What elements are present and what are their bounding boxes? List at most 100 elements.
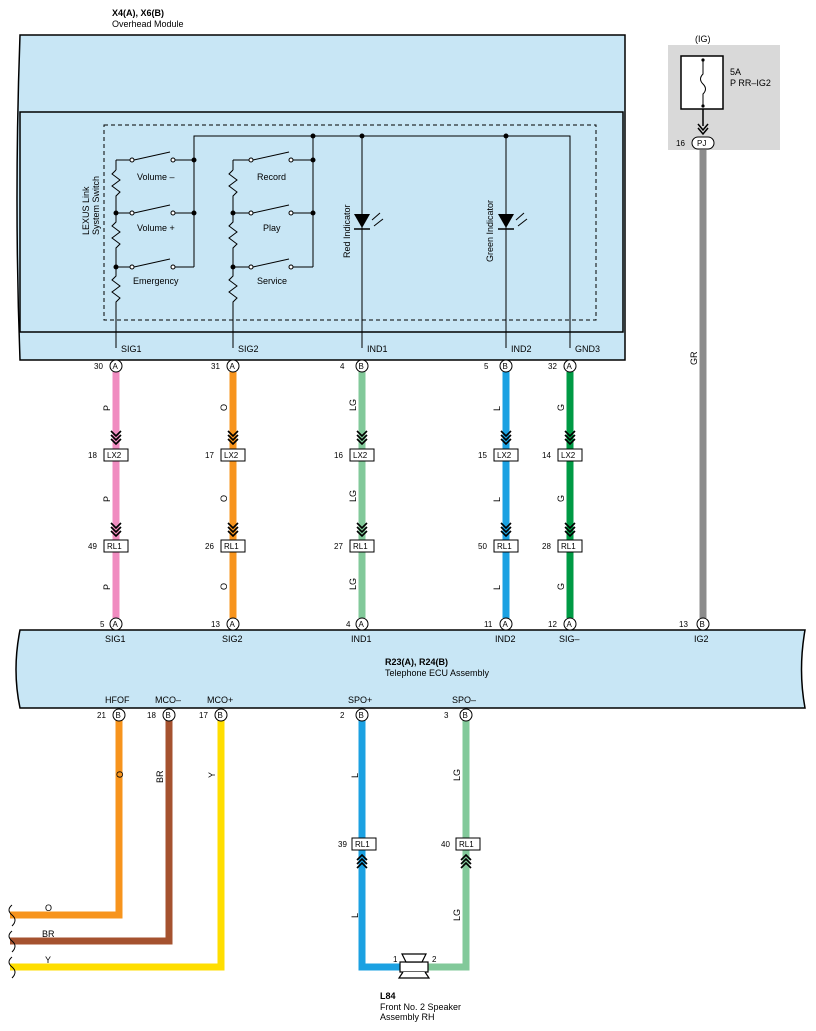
rl1-label: RL1	[107, 542, 122, 551]
rl1-pin: 28	[542, 542, 551, 551]
telephone-ecu: R23(A), R24(B) Telephone ECU Assembly	[15, 629, 806, 709]
terminal-ind1: IND1	[367, 344, 388, 354]
wire-color-label: O	[219, 495, 229, 502]
overhead-module: X4(A), X6(B) Overhead Module LEXUS Link …	[16, 8, 626, 361]
connector-circle	[109, 617, 123, 631]
ecu-terminal-sig–: SIG–	[559, 634, 580, 644]
ecu-pin-number: 21	[97, 711, 106, 720]
speaker-icon	[397, 953, 431, 979]
rl1-label: RL1	[224, 542, 239, 551]
fuse-rating: 5A	[730, 67, 741, 77]
ecu-conn-letter: B	[359, 711, 364, 720]
wire-color-label: P	[102, 405, 112, 411]
switch-volume-plus: Volume +	[137, 223, 175, 233]
ecu-conn-letter: A	[359, 620, 365, 629]
spo-minus-wire-label-2: LG	[452, 909, 462, 921]
switch-label-2: System Switch	[91, 176, 101, 235]
connector-circle	[112, 708, 126, 722]
switch-service: Service	[257, 276, 287, 286]
speaker-pin1: 1	[393, 955, 398, 964]
module-pin-number: 4	[340, 362, 345, 371]
terminal-sig2: SIG2	[238, 344, 259, 354]
module-conn-letter: B	[359, 362, 364, 371]
wire-color-label: G	[556, 583, 566, 590]
ecu-conn-letter: B	[116, 711, 121, 720]
terminal-sig1: SIG1	[121, 344, 142, 354]
ecu-pin-number: 5	[100, 620, 105, 629]
connector-circle	[109, 359, 123, 373]
switch-emergency: Emergency	[133, 276, 179, 286]
rl1-speaker-minus: RL1 40	[441, 837, 481, 869]
wire-color-label: L	[492, 406, 502, 411]
switch-play: Play	[263, 223, 281, 233]
switch-circuit	[111, 133, 571, 348]
o-wire-label: O	[115, 771, 125, 778]
module-pin-number: 5	[484, 362, 489, 371]
lx2-label: LX2	[224, 451, 239, 460]
rl1-pin: 50	[478, 542, 487, 551]
wire-color-label: L	[492, 497, 502, 502]
fuse-pin: 16	[676, 139, 685, 148]
rl1-label: RL1	[459, 840, 474, 849]
speaker-name-1: Front No. 2 Speaker	[380, 1002, 461, 1012]
connector-circle	[459, 708, 473, 722]
rl1-connector	[557, 539, 583, 553]
green-indicator-led-icon	[498, 212, 528, 230]
wire-color-label: LG	[348, 578, 358, 590]
o-wire-end-label: O	[45, 903, 52, 913]
lx2-pin: 17	[205, 451, 214, 460]
fuse-name: P RR–IG2	[730, 78, 771, 88]
wire-color-label: LG	[348, 490, 358, 502]
ecu-pin-number: 3	[444, 711, 449, 720]
rl1-pin: 26	[205, 542, 214, 551]
speaker-name-2: Assembly RH	[380, 1012, 435, 1022]
connector-circle	[563, 359, 577, 373]
rl1-speaker-plus: RL1 39	[338, 837, 377, 869]
wire-color-label: LG	[348, 399, 358, 411]
module-name: Overhead Module	[112, 19, 184, 29]
fuse-connector: PJ	[697, 139, 706, 148]
red-indicator-label: Red Indicator	[342, 204, 352, 258]
ecu-terminal-sig1: SIG1	[105, 634, 126, 644]
red-indicator-led-icon	[354, 212, 384, 230]
ecu-conn-letter: A	[503, 620, 509, 629]
ecu-pin-number: 13	[211, 620, 220, 629]
lx2-label: LX2	[353, 451, 368, 460]
ecu-pin-number: 18	[147, 711, 156, 720]
lx2-connector	[349, 448, 375, 462]
br-wire-label: BR	[155, 770, 165, 783]
connector-circle	[226, 359, 240, 373]
rl1-connector	[349, 539, 375, 553]
module-conn-letter: A	[567, 362, 573, 371]
ecu-pin-number: 17	[199, 711, 208, 720]
ecu-pin-number: 4	[346, 620, 351, 629]
connector-circle	[355, 617, 369, 631]
fuse-source: (IG)	[695, 34, 711, 44]
spo-plus-wire-label-1: L	[350, 773, 360, 778]
wire-color-label: L	[492, 585, 502, 590]
wire-color-label: O	[219, 404, 229, 411]
lx2-connector	[103, 448, 129, 462]
connector-circle	[563, 617, 577, 631]
ecu-terminal-mco+: MCO+	[207, 695, 233, 705]
spo-minus-wire-label-1: LG	[452, 769, 462, 781]
connector-circle	[162, 708, 176, 722]
ecu-code: R23(A), R24(B)	[385, 657, 448, 667]
connector-circle	[355, 708, 369, 722]
rl1-pin: 49	[88, 542, 97, 551]
ecu-conn-letter: A	[113, 620, 119, 629]
rl1-connector	[493, 539, 519, 553]
lx2-pin: 15	[478, 451, 487, 460]
ecu-pin-number: 11	[484, 620, 493, 629]
connector-circle	[499, 359, 513, 373]
wire-color-label: P	[102, 584, 112, 590]
connector-circle	[226, 617, 240, 631]
terminal-ind2: IND2	[511, 344, 532, 354]
wire-layer: A30PPPLX218RL149A31OOOLX217RL126B4LGLGLG…	[88, 359, 583, 618]
y-wire-end-label: Y	[45, 955, 51, 965]
module-pin-number: 30	[94, 362, 103, 371]
ig2-pin: 13	[679, 620, 688, 629]
